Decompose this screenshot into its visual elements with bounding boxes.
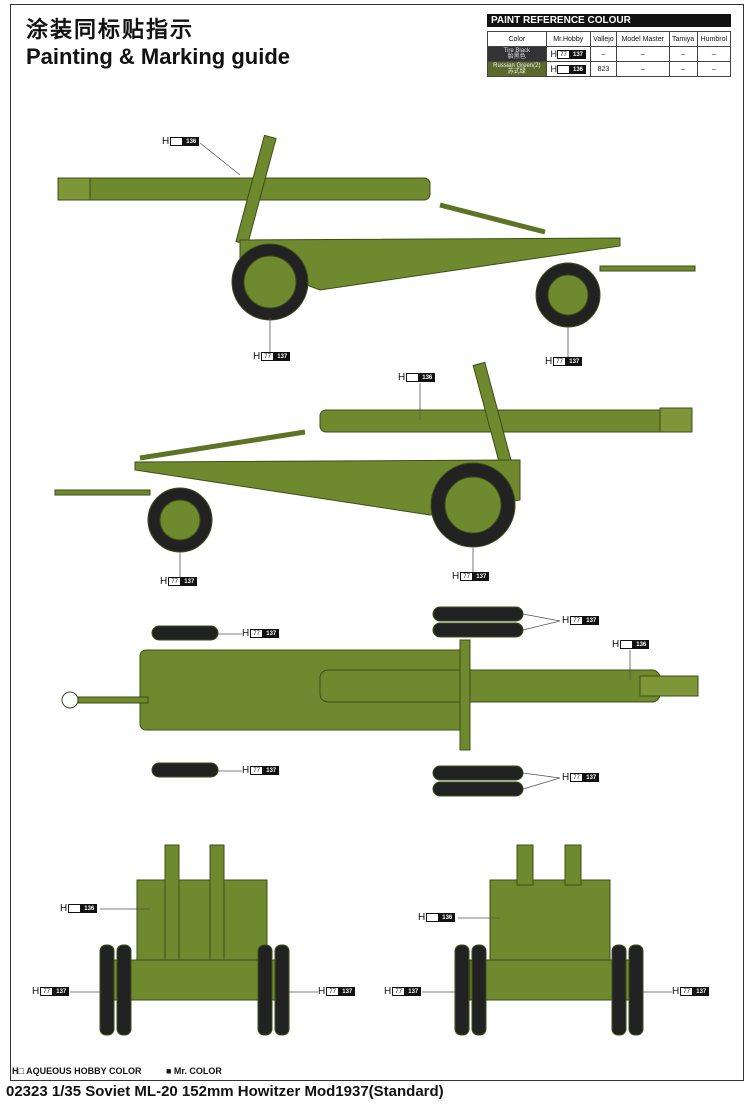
front-view <box>99 844 290 1036</box>
rear-view <box>454 844 644 1036</box>
color-legend: H□ AQUEOUS HOBBY COLOR ■ Mr. COLOR <box>12 1066 244 1076</box>
side-view-left <box>57 134 696 328</box>
paint-reference-table: PAINT REFERENCE COLOUR Color Mr.Hobby Va… <box>487 14 732 77</box>
top-view <box>61 606 699 797</box>
color-swatch-russian-green: Russian Green(2)苏式绿 <box>487 61 547 77</box>
side-view-right <box>54 361 693 553</box>
title-chinese: 涂装同标贴指示 <box>26 17 195 42</box>
paint-table-heading: PAINT REFERENCE COLOUR <box>487 14 731 27</box>
kit-title-footer: 02323 1/35 Soviet ML-20 152mm Howitzer M… <box>6 1083 444 1100</box>
page-frame <box>10 4 744 1081</box>
leader-lines <box>70 142 672 993</box>
legend-mr-color: ■ Mr. COLOR <box>165 1066 222 1076</box>
legend-aqueous: H□ AQUEOUS HOBBY COLOR <box>12 1066 142 1076</box>
page-title: Painting & Marking guide <box>26 44 291 69</box>
